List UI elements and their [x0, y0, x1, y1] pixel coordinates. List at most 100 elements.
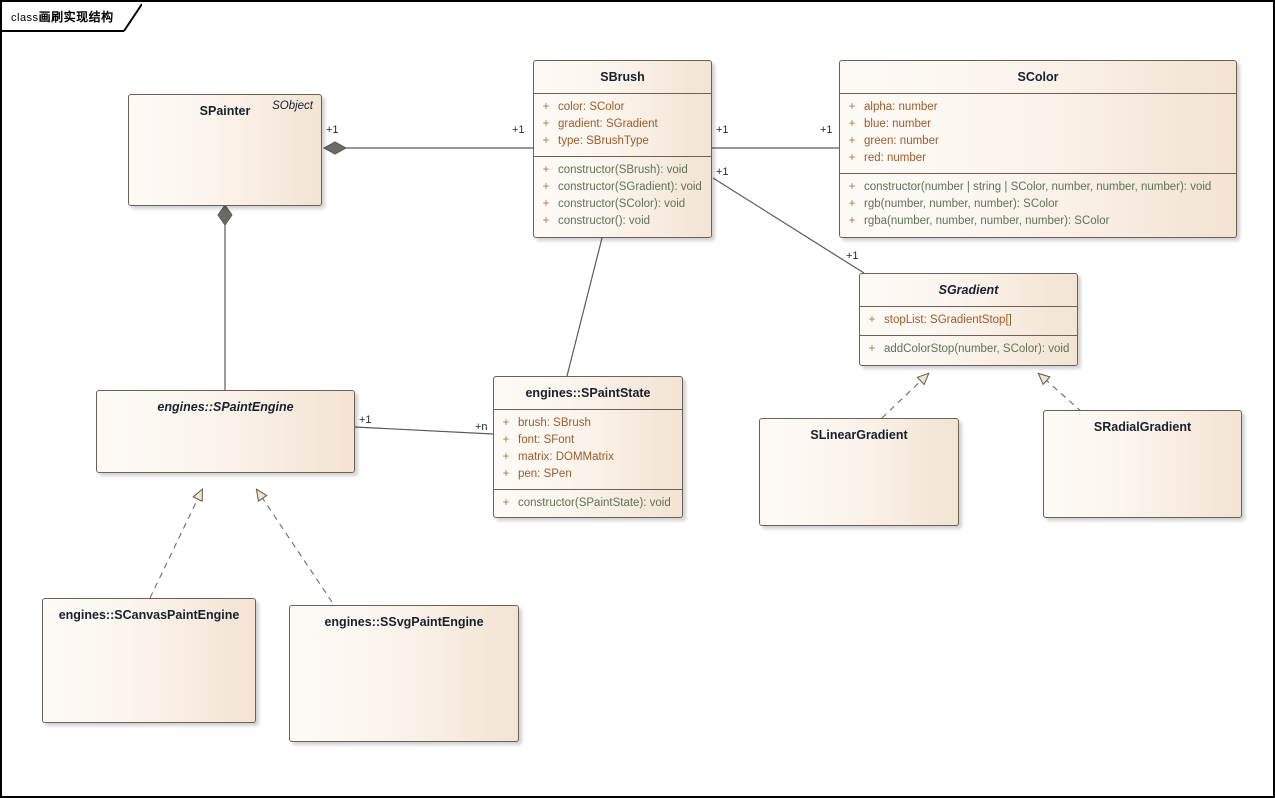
operation-row: + constructor(number | string | SColor, …	[840, 179, 1236, 196]
attribute-row: + pen: SPen	[494, 466, 682, 483]
operation-row: + constructor(SBrush): void	[534, 162, 711, 179]
operation-label: constructor(SColor): void	[558, 198, 686, 210]
class-stereotype-spainter: SObject	[272, 100, 313, 112]
class-name-sgradient: SGradient	[938, 283, 999, 297]
class-title-scanvaspaintengine: engines::SCanvasPaintEngine	[43, 599, 255, 631]
multiplicity-brush-gradient-source: +1	[716, 166, 729, 178]
visibility-marker: +	[868, 314, 876, 326]
visibility-marker: +	[848, 198, 856, 210]
attribute-label: alpha: number	[864, 101, 938, 113]
attribute-row: + gradient: SGradient	[534, 116, 711, 133]
operation-row: + constructor(): void	[534, 213, 711, 230]
attribute-label: green: number	[864, 135, 939, 147]
visibility-marker: +	[542, 135, 550, 147]
class-box-ssvgpaintengine[interactable]: engines::SSvgPaintEngine	[289, 605, 519, 742]
visibility-marker: +	[542, 118, 550, 130]
operations-scolor: + constructor(number | string | SColor, …	[840, 173, 1236, 236]
visibility-marker: +	[542, 181, 550, 193]
class-name-slineargradient: SLinearGradient	[810, 428, 908, 442]
multiplicity-brush-color-target: +1	[820, 124, 833, 136]
edge-paintengine-paintstate	[354, 426, 494, 435]
operation-label: addColorStop(number, SColor): void	[884, 343, 1070, 355]
multiplicity-brush-color-source: +1	[716, 124, 729, 136]
class-title-spaintstate: engines::SPaintState	[494, 377, 682, 410]
operation-label: constructor(number | string | SColor, nu…	[864, 181, 1212, 193]
visibility-marker: +	[868, 343, 876, 355]
class-box-sbrush[interactable]: SBrush + color: SColor + gradient: SGrad…	[533, 60, 712, 238]
class-name-sradialgradient: SRadialGradient	[1093, 420, 1192, 434]
class-title-scolor: SColor	[840, 61, 1236, 94]
attribute-row: + red: number	[840, 150, 1236, 167]
class-box-spaintstate[interactable]: engines::SPaintState + brush: SBrush + f…	[493, 376, 683, 518]
edge-painter-brush	[322, 141, 533, 155]
operation-row: + constructor(SGradient): void	[534, 179, 711, 196]
class-title-ssvgpaintengine: engines::SSvgPaintEngine	[290, 606, 518, 638]
class-name-sbrush: SBrush	[600, 70, 645, 84]
frame-tab-shape	[2, 2, 142, 32]
attribute-label: matrix: DOMMatrix	[518, 451, 614, 463]
class-box-scanvaspaintengine[interactable]: engines::SCanvasPaintEngine	[42, 598, 256, 723]
attribute-row: + blue: number	[840, 116, 1236, 133]
diagram-frame-tab: class画刷实现结构	[2, 2, 142, 32]
visibility-marker: +	[502, 417, 510, 429]
attribute-label: stopList: SGradientStop[]	[884, 314, 1012, 326]
class-title-spainter: SObject SPainter	[129, 95, 321, 127]
visibility-marker: +	[848, 152, 856, 164]
operation-label: rgba(number, number, number, number): SC…	[864, 215, 1110, 227]
attribute-label: blue: number	[864, 118, 932, 130]
attribute-row: + color: SColor	[534, 99, 711, 116]
visibility-marker: +	[848, 135, 856, 147]
class-title-spaintengine: engines::SPaintEngine	[97, 391, 354, 423]
operation-row: + rgb(number, number, number): SColor	[840, 196, 1236, 213]
class-name-scanvaspaintengine: engines::SCanvasPaintEngine	[58, 608, 240, 622]
visibility-marker: +	[542, 164, 550, 176]
attribute-label: font: SFont	[518, 434, 575, 446]
visibility-marker: +	[502, 497, 510, 509]
class-box-sradialgradient[interactable]: SRadialGradient	[1043, 410, 1242, 518]
attribute-row: + alpha: number	[840, 99, 1236, 116]
class-title-sgradient: SGradient	[860, 274, 1077, 307]
frame-title-text: 画刷实现结构	[38, 10, 114, 24]
operation-label: constructor(): void	[558, 215, 651, 227]
attribute-label: pen: SPen	[518, 468, 572, 480]
class-name-spaintstate: engines::SPaintState	[525, 386, 651, 400]
operation-row: + constructor(SPaintState): void	[494, 495, 682, 512]
multiplicity-painter-brush-target: +1	[512, 124, 525, 136]
visibility-marker: +	[542, 215, 550, 227]
operation-label: rgb(number, number, number): SColor	[864, 198, 1059, 210]
edge-painter-paintengine	[217, 204, 233, 390]
attributes-scolor: + alpha: number + blue: number + green: …	[840, 94, 1236, 173]
attribute-row: + font: SFont	[494, 432, 682, 449]
operations-spaintstate: + constructor(SPaintState): void	[494, 489, 682, 517]
operations-sbrush: + constructor(SBrush): void + constructo…	[534, 156, 711, 236]
edge-lineargradient-gradient	[881, 372, 930, 419]
attribute-row: + matrix: DOMMatrix	[494, 449, 682, 466]
class-name-scolor: SColor	[1017, 70, 1059, 84]
multiplicity-painter-brush-source: +1	[326, 124, 339, 136]
attribute-row: + brush: SBrush	[494, 415, 682, 432]
class-box-spaintengine[interactable]: engines::SPaintEngine	[96, 390, 355, 473]
operation-label: constructor(SPaintState): void	[518, 497, 671, 509]
multiplicity-engine-state-target: +n	[475, 421, 488, 433]
edge-canvasengine-paintengine	[149, 488, 203, 599]
class-box-slineargradient[interactable]: SLinearGradient	[759, 418, 959, 526]
visibility-marker: +	[502, 451, 510, 463]
class-name-ssvgpaintengine: engines::SSvgPaintEngine	[324, 615, 484, 629]
class-box-spainter[interactable]: SObject SPainter	[128, 94, 322, 206]
class-box-sgradient[interactable]: SGradient + stopList: SGradientStop[] + …	[859, 273, 1078, 366]
class-title-sradialgradient: SRadialGradient	[1044, 411, 1241, 443]
attributes-spaintstate: + brush: SBrush + font: SFont + matrix: …	[494, 410, 682, 489]
operation-label: constructor(SGradient): void	[558, 181, 702, 193]
class-name-spainter: SPainter	[199, 104, 251, 118]
multiplicity-engine-state-source: +1	[359, 414, 372, 426]
class-name-spaintengine: engines::SPaintEngine	[157, 400, 294, 414]
attribute-label: brush: SBrush	[518, 417, 591, 429]
visibility-marker: +	[848, 181, 856, 193]
attribute-row: + stopList: SGradientStop[]	[860, 312, 1077, 329]
attribute-row: + green: number	[840, 133, 1236, 150]
class-box-scolor[interactable]: SColor + alpha: number + blue: number + …	[839, 60, 1237, 238]
attribute-label: color: SColor	[558, 101, 625, 113]
visibility-marker: +	[848, 101, 856, 113]
frame-keyword: class	[11, 12, 39, 24]
